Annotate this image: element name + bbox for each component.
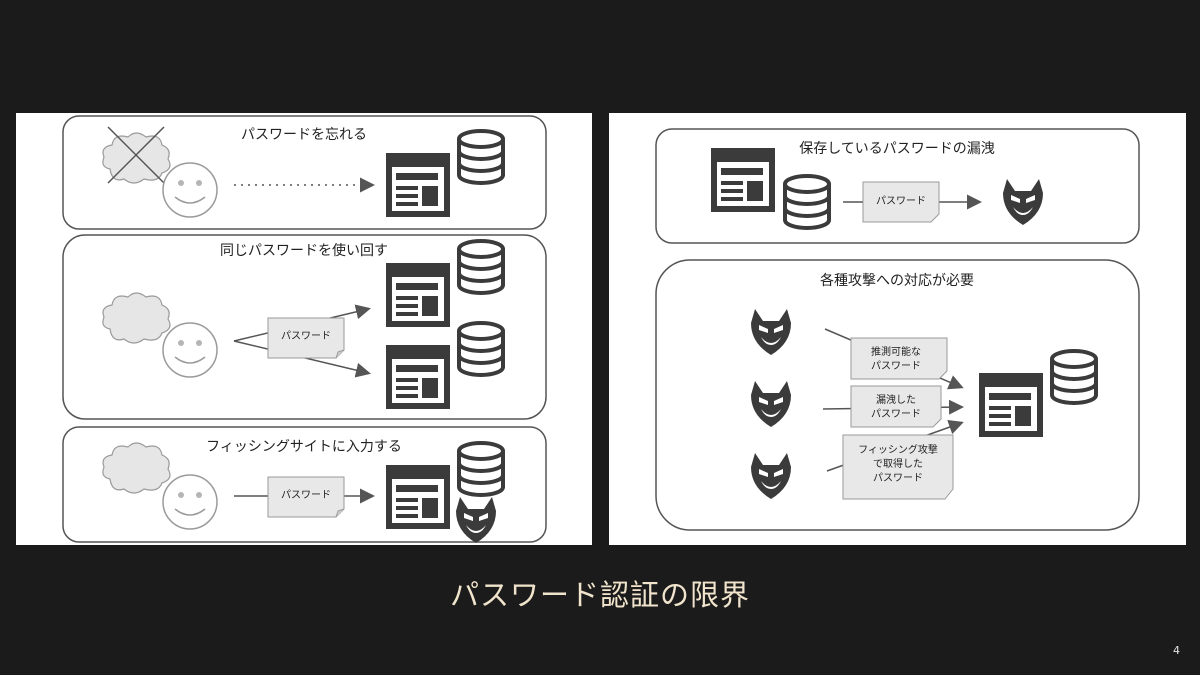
right-panel: 保存しているパスワードの漏洩 パスワード 各種攻撃への対応が必要 推測可能な パ… (609, 113, 1186, 545)
note-line: で取得した (873, 458, 923, 470)
forget-section-box (62, 115, 547, 230)
database-icon (457, 129, 505, 185)
attacker-devil-icon (751, 381, 791, 427)
thought-cloud-icon (102, 292, 171, 344)
attacks-heading: 各種攻撃への対応が必要 (820, 273, 974, 289)
attacker-devil-icon (751, 453, 791, 499)
attacker-devil-icon (1003, 179, 1043, 225)
password-note-label: パスワード (281, 330, 331, 342)
note-line: フィッシング攻撃 (858, 443, 938, 456)
user-face-icon (162, 322, 218, 378)
database-icon (783, 174, 831, 230)
website-icon (386, 153, 450, 217)
right-diagram: 保存しているパスワードの漏洩 パスワード 各種攻撃への対応が必要 推測可能な パ… (655, 128, 1140, 531)
left-diagram: パスワードを忘れる 同じパスワードを使い回す パスワード フィッシングサイトに入… (62, 115, 547, 543)
forget-heading: パスワードを忘れる (241, 127, 367, 143)
thought-cloud-icon (102, 132, 171, 184)
website-icon (711, 148, 775, 212)
page-number: 4 (1173, 644, 1180, 657)
note-line: 推測可能な (871, 345, 921, 358)
database-icon (457, 321, 505, 377)
password-note (862, 181, 940, 223)
leak-heading: 保存しているパスワードの漏洩 (799, 141, 995, 157)
database-icon (457, 441, 505, 497)
note-line: 漏洩した (876, 393, 916, 406)
note-line: パスワード (871, 408, 921, 420)
website-icon (979, 373, 1043, 437)
reuse-heading: 同じパスワードを使い回す (220, 242, 388, 259)
thought-cloud-icon (102, 442, 171, 494)
guessable-password-note (850, 337, 948, 380)
phishing-heading: フィッシングサイトに入力する (206, 439, 402, 455)
slide-title: パスワード認証の限界 (449, 578, 750, 612)
attacker-devil-icon (456, 497, 496, 543)
leak-section-box (655, 128, 1140, 244)
left-panel: パスワードを忘れる 同じパスワードを使い回す パスワード フィッシングサイトに入… (16, 113, 592, 545)
note-line: パスワード (873, 472, 923, 484)
password-note-label: パスワード (876, 195, 926, 207)
database-icon (1050, 349, 1098, 405)
user-face-icon (162, 162, 218, 218)
leaked-password-note (850, 385, 942, 428)
user-face-icon (162, 474, 218, 530)
website-icon (386, 263, 450, 327)
phishing-section-box (62, 426, 547, 543)
reuse-section-box (62, 234, 547, 420)
password-note-label: パスワード (281, 489, 331, 501)
website-icon (386, 465, 450, 529)
database-icon (457, 239, 505, 295)
website-icon (386, 345, 450, 409)
note-line: パスワード (871, 360, 921, 372)
phished-password-note (842, 434, 954, 500)
attacker-devil-icon (751, 309, 791, 355)
attacks-section-box (655, 259, 1140, 531)
